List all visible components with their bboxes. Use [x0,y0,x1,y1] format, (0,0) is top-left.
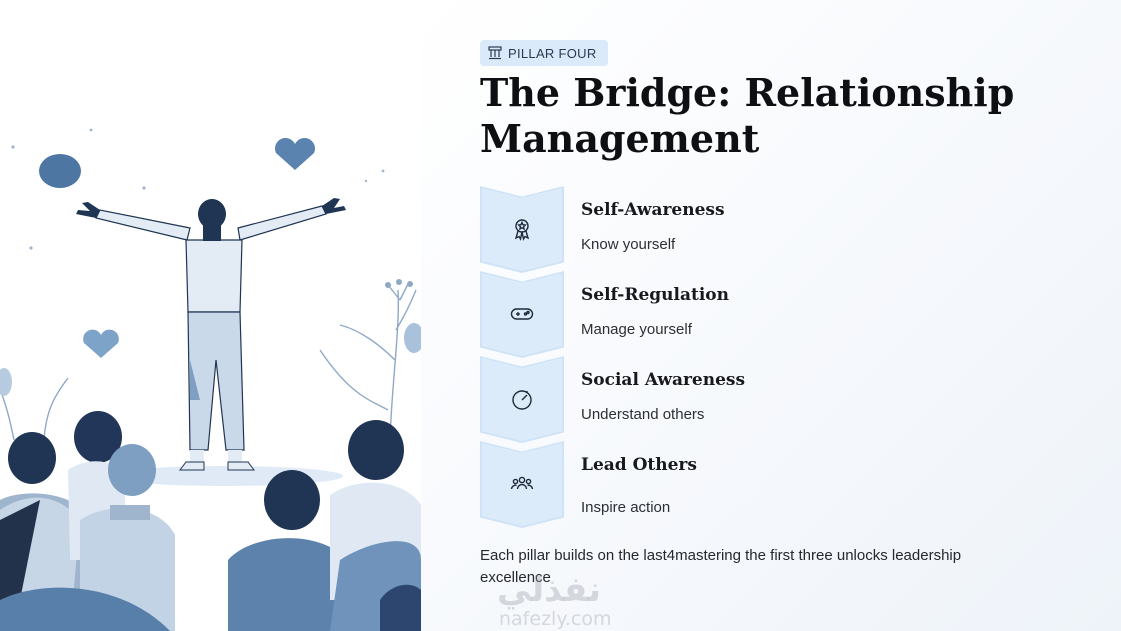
leader-figure [76,198,346,471]
pillar-name: Self-Regulation [581,285,729,305]
chevron-marker [480,441,564,528]
watermark-arabic: نفذلي [497,570,602,610]
heart-decoration-top [274,137,316,170]
plant-decoration-right [319,283,417,441]
structure-icon [488,46,502,60]
audience-crowd [0,411,421,631]
watermark-url: nafezly.com [499,608,612,630]
pillar-name: Self-Awareness [581,200,725,220]
pillar-item-self-awareness: Self-Awareness Know yourself [480,186,1080,273]
heart-decoration-left [83,329,119,358]
compass-gauge-icon [512,390,532,410]
blob-decoration [39,154,81,188]
pillar-desc: Inspire action [581,499,671,516]
pillar-item-lead-others: Lead Others Inspire action [480,441,1080,528]
chevron-marker [480,271,564,358]
gamepad-icon [510,308,534,320]
chevron-marker [480,356,564,443]
pillar-desc: Manage yourself [581,321,692,338]
pillar-name: Social Awareness [581,370,746,390]
watermark: نفذلي nafezly.com [497,570,637,630]
plant-decoration-left [1,377,69,441]
pillar-name: Lead Others [581,455,697,475]
chevron-marker [480,186,564,273]
pillar-item-social-awareness: Social Awareness Understand others [480,356,1080,443]
award-ribbon-icon [514,219,530,241]
badge-label: PILLAR FOUR [508,45,597,61]
pillar-desc: Understand others [581,406,705,423]
leader-crowd-illustration [0,0,422,631]
group-people-icon [510,476,534,490]
page-title: The Bridge: Relationship Management [480,70,1015,161]
pillar-desc: Know yourself [581,236,676,253]
footer-note: Each pillar builds on the last4mastering… [480,547,962,586]
pillar-badge: PILLAR FOUR [480,40,608,66]
pillar-item-self-regulation: Self-Regulation Manage yourself [480,271,1080,358]
sparkle-decorations [11,128,385,250]
